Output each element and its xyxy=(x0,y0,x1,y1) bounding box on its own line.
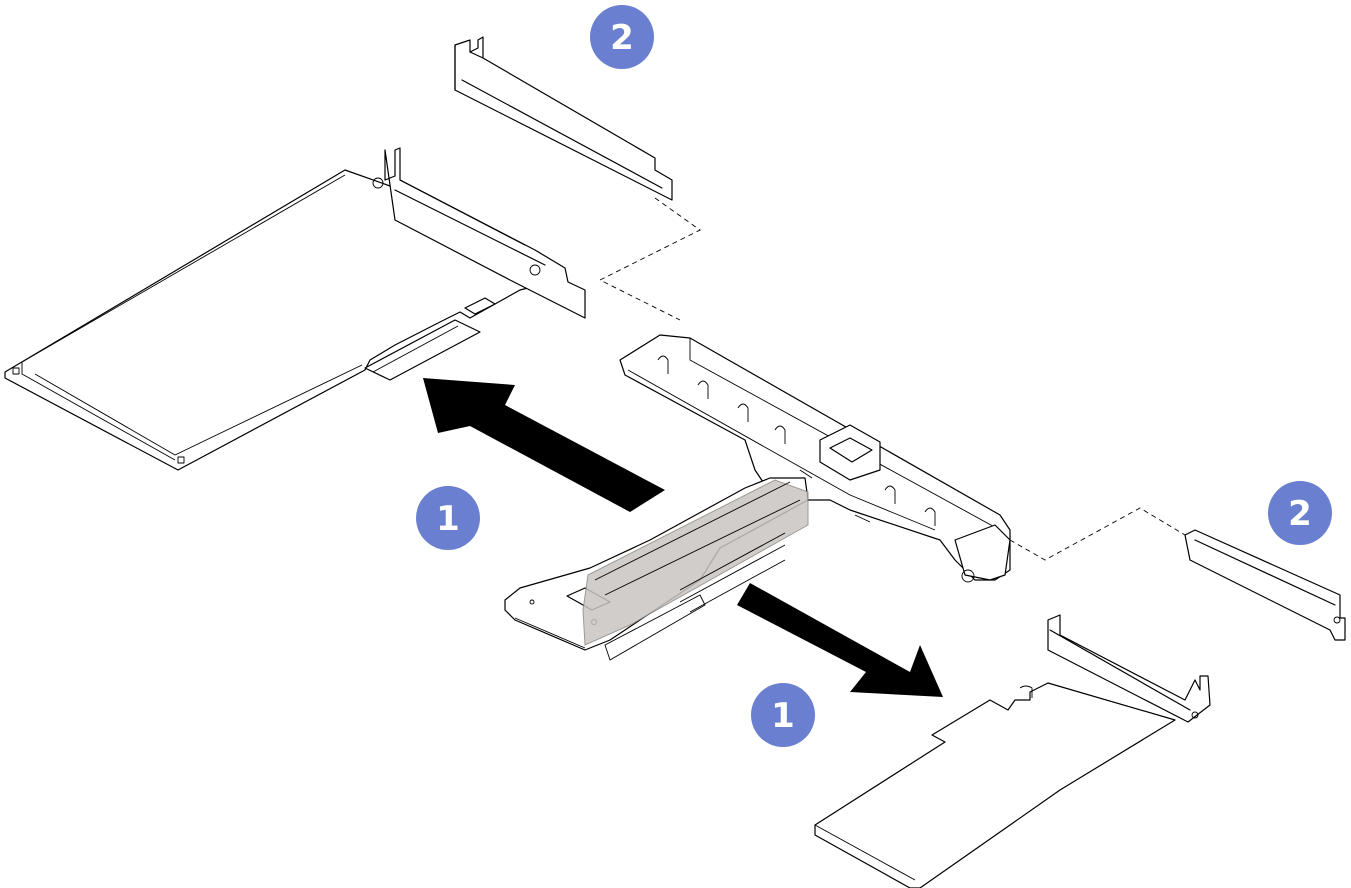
callout-1-bottom: 1 xyxy=(751,683,815,747)
callout-badge xyxy=(590,5,654,69)
filler-bracket-right xyxy=(1184,529,1346,641)
callout-2-top: 2 xyxy=(590,5,654,69)
callout-number: 2 xyxy=(1288,494,1312,534)
callout-1-left: 1 xyxy=(416,486,480,550)
arrow-remove-lower-card xyxy=(737,583,943,697)
callout-2-right: 2 xyxy=(1268,481,1332,545)
pcie-adapter-card-lower xyxy=(814,614,1211,888)
riser-cage xyxy=(619,334,1011,583)
callout-badge xyxy=(1268,481,1332,545)
callout-number: 1 xyxy=(436,499,460,539)
guide-lines xyxy=(598,197,1186,561)
filler-bracket-top xyxy=(454,36,673,201)
callout-number: 1 xyxy=(771,696,795,736)
arrow-remove-upper-card xyxy=(423,378,665,512)
callout-badge xyxy=(416,486,480,550)
riser-board xyxy=(504,477,809,661)
callout-number: 2 xyxy=(610,18,634,58)
callout-badge xyxy=(751,683,815,747)
pcie-adapter-card-left xyxy=(4,147,586,471)
